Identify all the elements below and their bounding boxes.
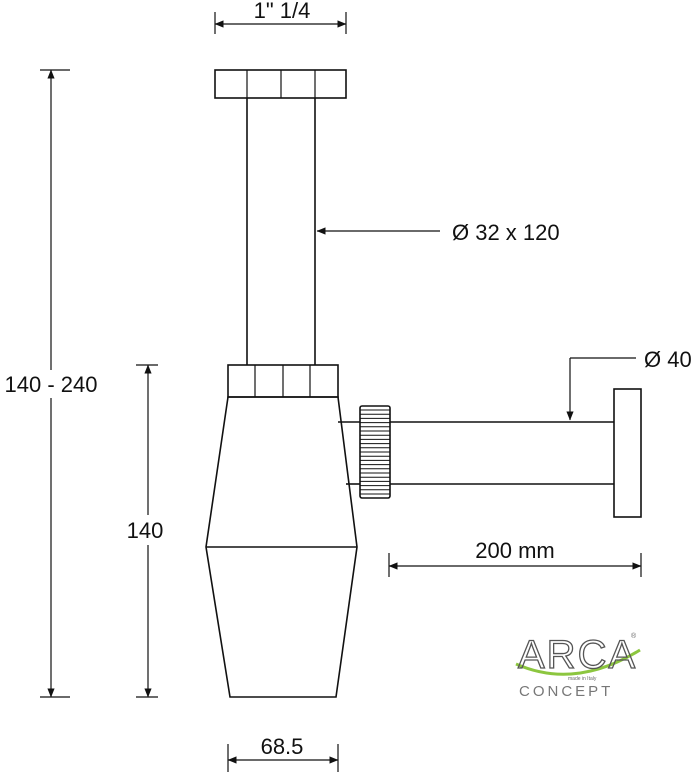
dim-outlet-length: 200 mm (388, 538, 642, 577)
logo-tagline: made in Italy (568, 676, 597, 682)
bottle-body (205, 396, 358, 698)
vertical-tube (246, 98, 316, 365)
logo-swoosh (515, 648, 641, 676)
dim-tube: Ø 32 x 120 (316, 220, 560, 245)
dim-body-width: 68.5 (227, 734, 339, 772)
logo-brand: ARCA (518, 633, 637, 677)
logo-sub: CONCEPT (519, 683, 613, 700)
dim-tube-label: Ø 32 x 120 (452, 220, 560, 245)
side-outlet (338, 388, 642, 518)
logo-registered: ® (631, 632, 637, 640)
dim-body-height-label: 140 (127, 518, 164, 543)
dim-body-height: 140 (127, 364, 164, 698)
arca-logo: ARCA ® made in Italy CONCEPT (515, 632, 641, 700)
body-collar (227, 364, 339, 398)
dim-outlet-length-label: 200 mm (475, 538, 554, 563)
top-nut (214, 69, 347, 99)
dim-outlet-diameter: Ø 40 (566, 347, 692, 421)
dim-top-thread-label: 1" 1/4 (254, 0, 311, 23)
dim-top-thread: 1" 1/4 (214, 0, 347, 34)
dim-total-height: 140 - 240 (5, 69, 98, 698)
dim-total-height-label: 140 - 240 (5, 372, 98, 397)
dim-outlet-diameter-label: Ø 40 (644, 347, 692, 372)
dim-body-width-label: 68.5 (261, 734, 304, 759)
